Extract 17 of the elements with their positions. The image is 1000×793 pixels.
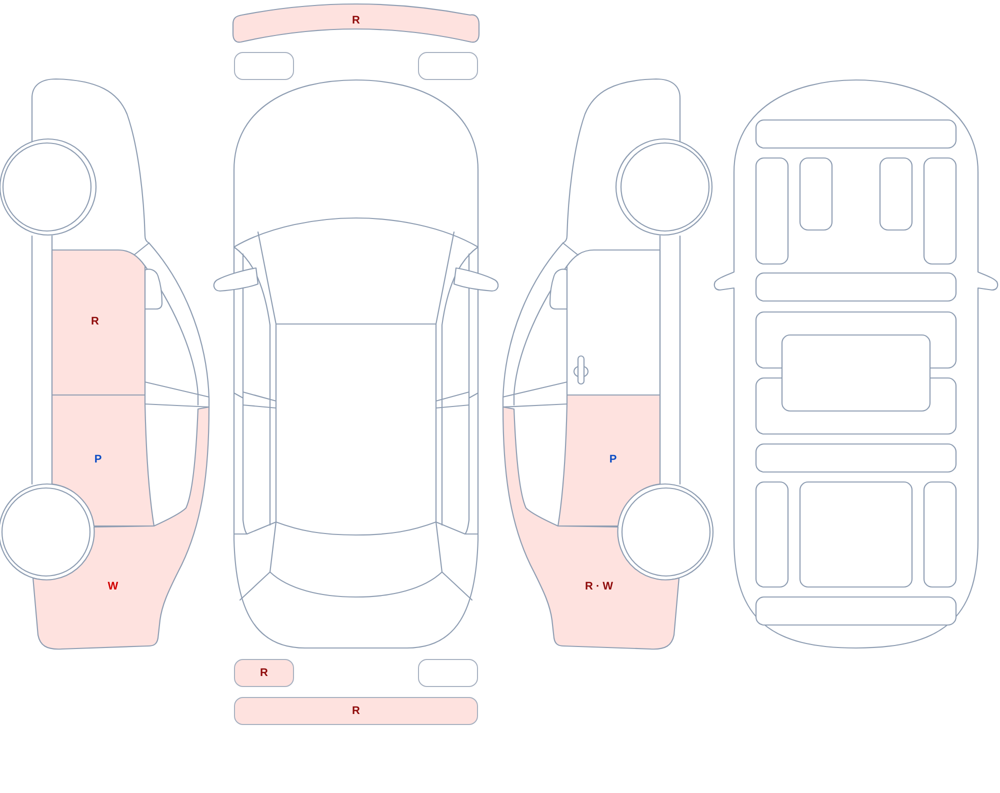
damage-code: R [260,666,268,680]
damage-code: R · W [584,580,614,594]
damage-code: P [94,454,102,466]
damage-code: P [609,454,617,466]
rear-door-panel [51,394,156,528]
rear-door-panel [556,394,661,528]
tail-lamp-panel [234,659,294,687]
tail-lamp-panel [418,659,478,687]
rear-bumper-panel [234,697,478,725]
front-door-panel [51,249,146,396]
headlamp-panel [234,52,294,80]
headlamp-panel [418,52,478,80]
front-bumper-panel [232,3,480,44]
damage-code: R [352,14,360,28]
damage-code: R [352,704,360,718]
damage-code: W [108,580,118,594]
damage-code: R [91,316,99,328]
